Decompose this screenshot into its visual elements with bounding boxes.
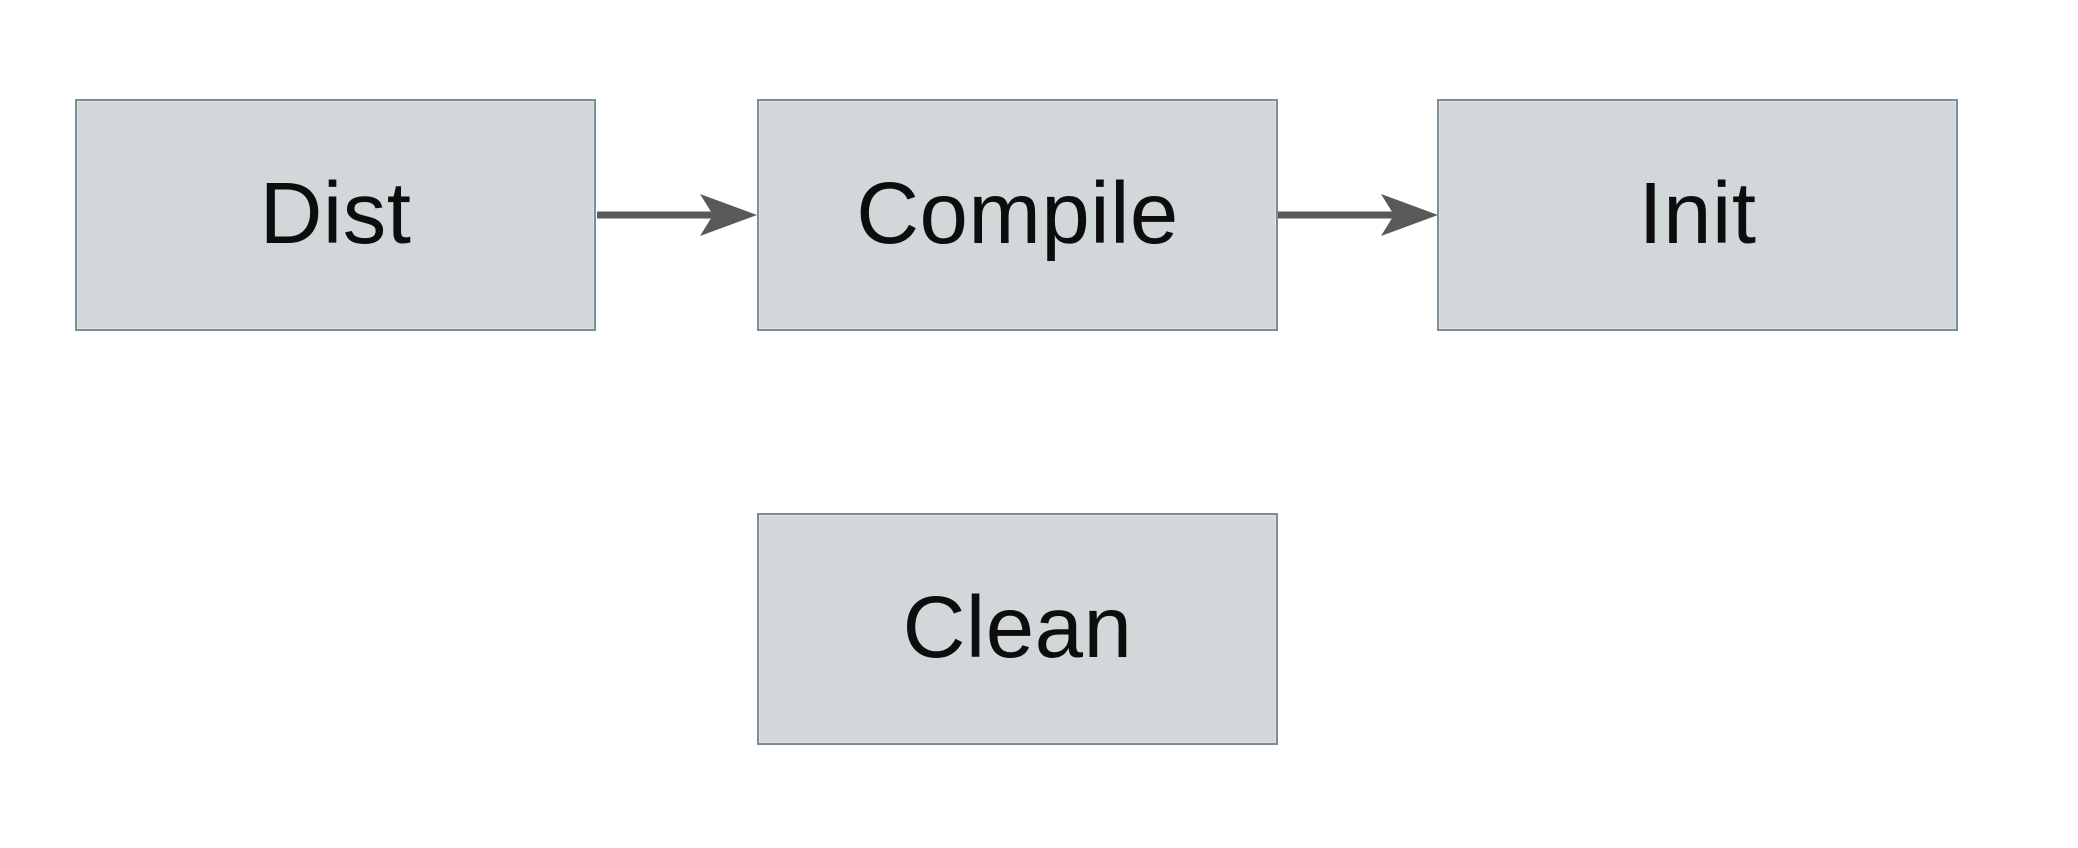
node-init[interactable]: Init bbox=[1437, 99, 1958, 331]
node-clean-label: Clean bbox=[902, 578, 1133, 676]
node-clean[interactable]: Clean bbox=[757, 513, 1278, 745]
arrowhead-icon bbox=[1381, 194, 1438, 236]
arrowhead-icon bbox=[700, 194, 757, 236]
node-compile[interactable]: Compile bbox=[757, 99, 1278, 331]
node-dist-label: Dist bbox=[259, 164, 412, 262]
arrow-dist-to-compile bbox=[597, 194, 757, 236]
node-init-label: Init bbox=[1638, 164, 1757, 262]
node-compile-label: Compile bbox=[856, 164, 1179, 262]
arrow-compile-to-init bbox=[1278, 194, 1438, 236]
node-dist[interactable]: Dist bbox=[75, 99, 596, 331]
